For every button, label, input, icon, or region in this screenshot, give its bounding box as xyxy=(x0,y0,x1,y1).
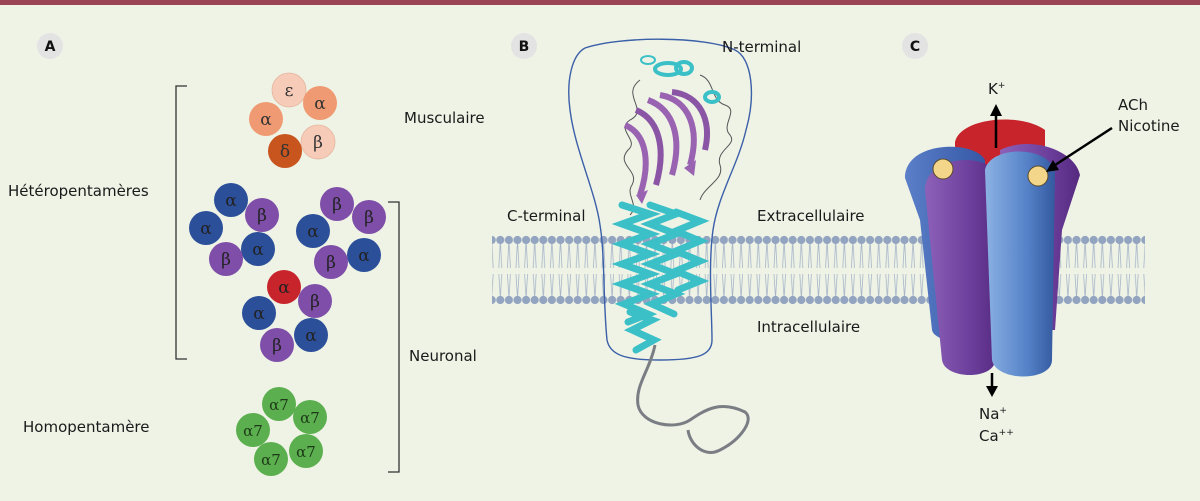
subunit-alpha xyxy=(241,232,275,266)
ach-binding-site xyxy=(1027,165,1049,187)
ca-ion-label: Ca++ xyxy=(979,427,1014,445)
svg-text:δ: δ xyxy=(280,142,290,162)
svg-text:β: β xyxy=(221,250,231,270)
svg-text:α: α xyxy=(225,191,237,211)
subunit-alpha7 xyxy=(236,413,270,447)
subunit-beta xyxy=(209,242,243,276)
panel-c-label: C xyxy=(910,39,920,55)
extracellular-label: Extracellulaire xyxy=(757,207,865,225)
svg-text:α: α xyxy=(314,94,326,114)
subunit-alpha xyxy=(242,296,276,330)
subunit-alpha xyxy=(347,238,381,272)
subunit-beta xyxy=(352,200,386,234)
ach-binding-site xyxy=(932,158,954,180)
muscle-label: Musculaire xyxy=(404,109,485,127)
svg-text:α7: α7 xyxy=(261,451,281,469)
neuronal-bracket xyxy=(388,201,400,473)
subunit-delta xyxy=(268,134,302,168)
svg-text:α: α xyxy=(305,326,317,346)
svg-text:α: α xyxy=(253,304,265,324)
svg-text:α7: α7 xyxy=(269,396,289,414)
coil-strand xyxy=(699,74,733,201)
ligand-arrow xyxy=(1051,126,1113,169)
neuronal-label: Neuronal xyxy=(409,347,477,365)
panel-b: N-terminal C-terminal Extracellulaire In… xyxy=(507,38,865,454)
nicotine-label: Nicotine xyxy=(1118,117,1180,135)
neuronal-pentamer-1: α β α β α xyxy=(189,183,279,276)
subunit-beta xyxy=(260,328,294,362)
panel-a-label: A xyxy=(45,39,56,55)
subunit-alpha xyxy=(296,214,330,248)
panel-c-badge: C xyxy=(902,33,928,59)
svg-text:β: β xyxy=(326,253,336,273)
neuronal-pentamer-2: β β α β α xyxy=(296,187,386,279)
n-terminal-label: N-terminal xyxy=(722,38,801,56)
muscle-pentamer: ε α β δ α xyxy=(249,72,337,168)
panel-a: Hétéropentamères Musculaire Neuronal Hom… xyxy=(8,72,485,476)
svg-text:α: α xyxy=(200,219,212,239)
svg-text:α: α xyxy=(252,240,264,260)
subunit-alpha7 xyxy=(293,400,327,434)
intracellular-loop xyxy=(636,344,750,454)
heteropentamer-label: Hétéropentamères xyxy=(8,182,149,200)
svg-text:β: β xyxy=(310,292,320,312)
subunit-alpha7 xyxy=(289,434,323,468)
svg-text:ε: ε xyxy=(285,81,294,101)
n-terminal-helix xyxy=(640,55,721,104)
subunit-beta xyxy=(300,124,336,160)
panel-c: K+ ACh Nicotine Na+ Ca++ xyxy=(905,80,1180,445)
svg-text:α: α xyxy=(358,246,370,266)
k-ion-label: K+ xyxy=(988,80,1005,98)
heteropentamer-bracket xyxy=(175,85,187,360)
receptor-outline xyxy=(568,38,753,361)
panel-b-label: B xyxy=(519,39,530,55)
svg-text:α: α xyxy=(307,222,319,242)
panel-a-badge: A xyxy=(37,33,63,59)
subunit-alpha7 xyxy=(262,387,296,421)
subunit-alpha xyxy=(189,211,223,245)
na-ion-label: Na+ xyxy=(979,405,1007,423)
svg-text:α7: α7 xyxy=(300,409,320,427)
svg-text:α: α xyxy=(260,110,272,130)
intracellular-label: Intracellulaire xyxy=(757,318,860,336)
svg-text:β: β xyxy=(364,208,374,228)
subunit-alpha7 xyxy=(254,442,288,476)
subunit-beta xyxy=(298,284,332,318)
subunit-beta xyxy=(320,187,354,221)
svg-text:β: β xyxy=(257,206,267,226)
subunit-alpha xyxy=(294,318,328,352)
channel-subunit-purple-front xyxy=(925,159,1000,375)
beta-sheet-domain xyxy=(623,89,710,204)
svg-text:α7: α7 xyxy=(243,422,263,440)
subunit-alpha xyxy=(303,86,337,120)
transmembrane-helices xyxy=(611,201,710,354)
svg-text:β: β xyxy=(272,336,282,356)
subunit-beta xyxy=(245,198,279,232)
top-accent-bar xyxy=(0,0,1200,5)
svg-text:α: α xyxy=(278,278,290,298)
subunit-epsilon xyxy=(271,72,307,108)
svg-text:α7: α7 xyxy=(296,443,316,461)
subunit-alpha xyxy=(249,102,283,136)
svg-text:β: β xyxy=(332,195,342,215)
coil-strand xyxy=(623,79,641,216)
c-terminal-label: C-terminal xyxy=(507,207,586,225)
channel-subunit-blue-front xyxy=(985,151,1055,377)
ach-label: ACh xyxy=(1118,96,1148,114)
subunit-beta xyxy=(314,245,348,279)
svg-text:β: β xyxy=(313,133,323,153)
subunit-alpha xyxy=(214,183,248,217)
homopentamer-alpha7: α7 α7 α7 α7 α7 xyxy=(236,387,327,476)
panel-b-badge: B xyxy=(511,33,537,59)
subunit-alpha xyxy=(267,270,301,304)
neuronal-pentamer-3: α β α β α xyxy=(242,270,332,362)
homopentamer-label: Homopentamère xyxy=(23,418,149,436)
